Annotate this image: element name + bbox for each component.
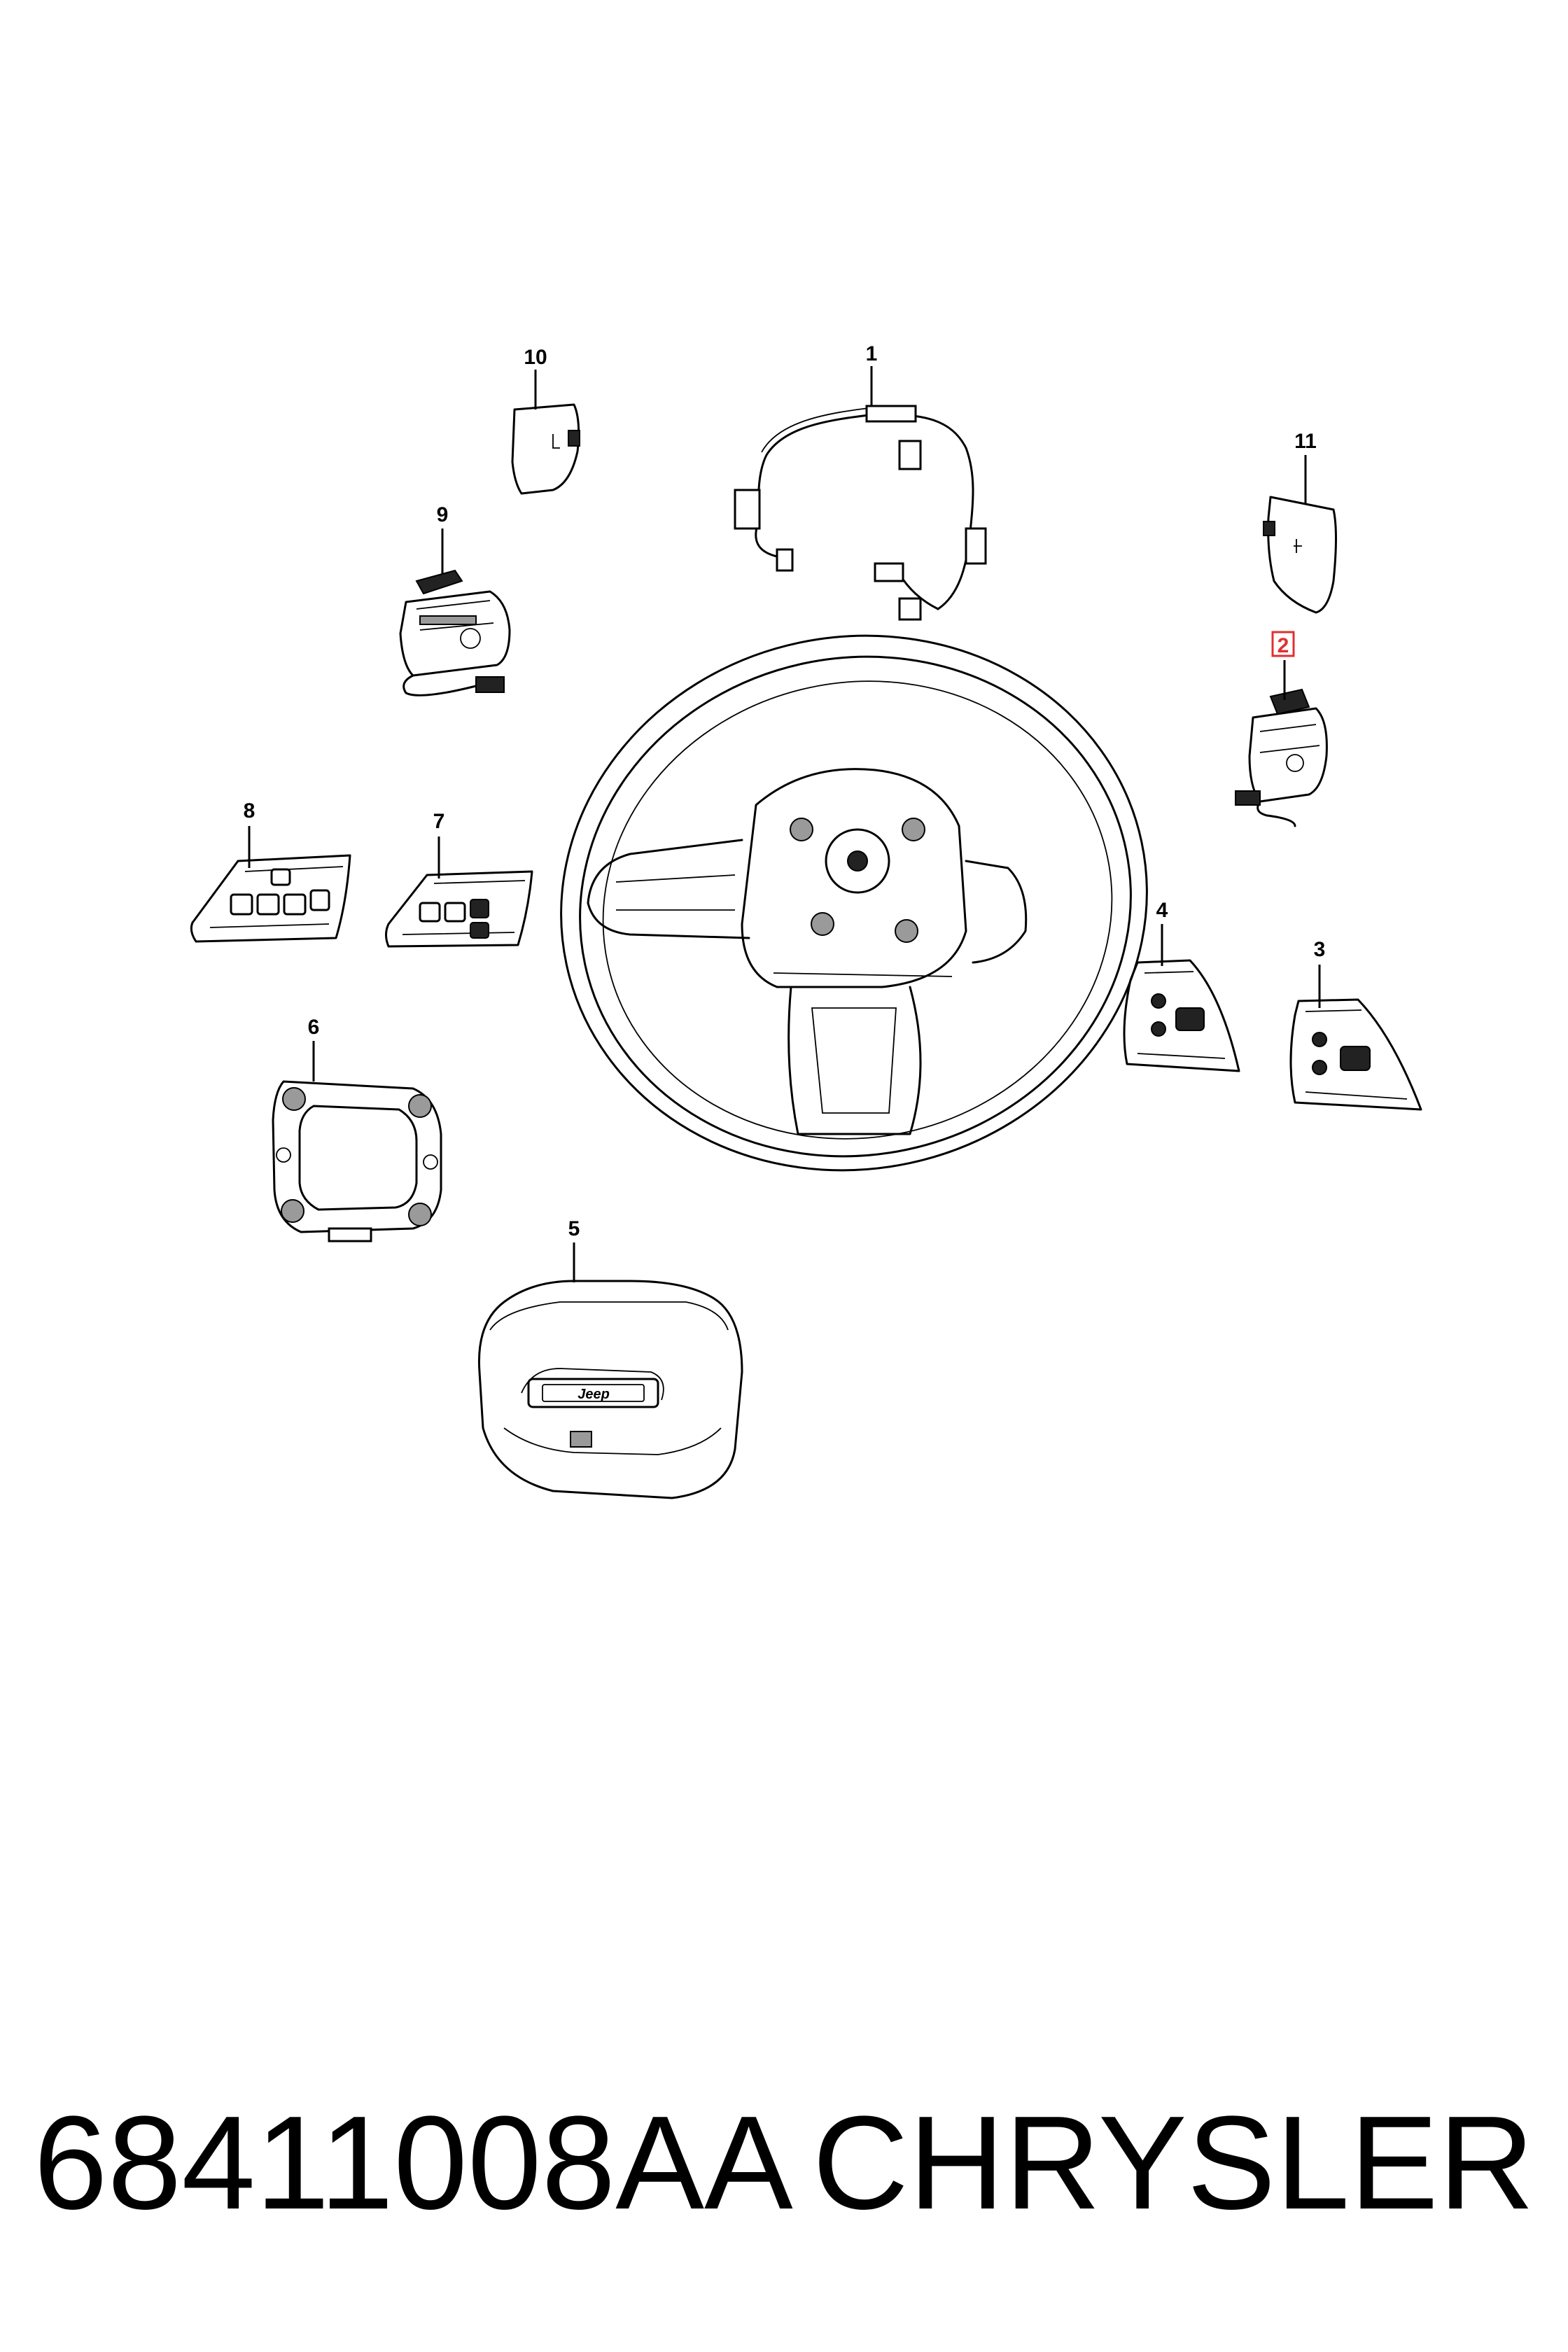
callout-3: 3 [1314,938,1326,961]
footer: 68411008AA CHRYSLER [0,2086,1568,2240]
part-4-switch-bezel: 4 [1123,899,1240,1072]
part-11-switch-cover: 11 [1263,430,1337,614]
part-10-switch-cover: 10 [511,346,580,495]
part-6-mounting-bracket: 6 [272,1016,442,1242]
part-2-switch-with-pigtail: 2 [1235,631,1328,827]
part-3-switch-bezel: 3 [1289,938,1422,1111]
steering-wheel [560,634,1148,1172]
callout-4: 4 [1156,899,1168,922]
callout-10: 10 [524,346,547,369]
part-5-driver-airbag: Jeep 5 [477,1217,743,1499]
part-7-switch-bezel: 7 [385,810,533,948]
callout-1: 1 [866,342,878,365]
callout-8: 8 [244,799,255,822]
airbag-jeep-badge: Jeep [578,1387,610,1402]
callout-6: 6 [308,1016,320,1039]
brand-name: CHRYSLER [812,2089,1534,2237]
part-9-switch-with-pigtail: 9 [399,503,511,696]
callout-11: 11 [1294,430,1317,453]
part-1-wiring-harness: 1 [734,342,987,621]
callout-2: 2 [1278,634,1289,657]
callout-9: 9 [437,503,449,526]
part-number: 68411008AA [34,2089,793,2237]
callout-7: 7 [433,810,445,833]
callout-5: 5 [568,1217,580,1240]
part-8-switch-bezel: 8 [190,799,351,943]
